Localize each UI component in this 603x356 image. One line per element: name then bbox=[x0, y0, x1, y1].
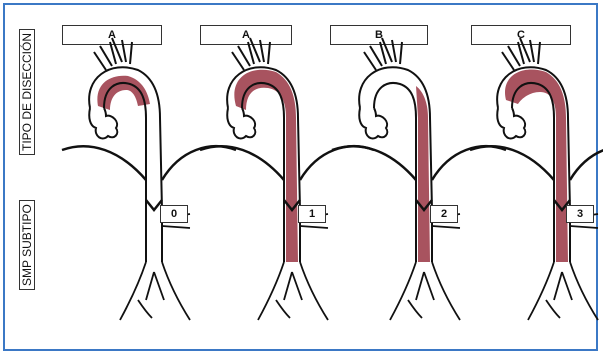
panel-1-diagram bbox=[62, 38, 236, 320]
panel-3-diagram bbox=[332, 38, 506, 320]
panel-4-diagram bbox=[470, 38, 603, 320]
panel-3-subtype: 2 bbox=[430, 205, 458, 223]
panel-4-subtype: 3 bbox=[566, 205, 594, 223]
panel-2-subtype: 1 bbox=[298, 205, 326, 223]
dissection-region bbox=[505, 70, 568, 262]
panel-1-subtype: 0 bbox=[160, 205, 188, 223]
panel-2-diagram bbox=[200, 38, 374, 320]
dissection-region bbox=[416, 86, 430, 262]
dissection-region bbox=[97, 76, 150, 110]
